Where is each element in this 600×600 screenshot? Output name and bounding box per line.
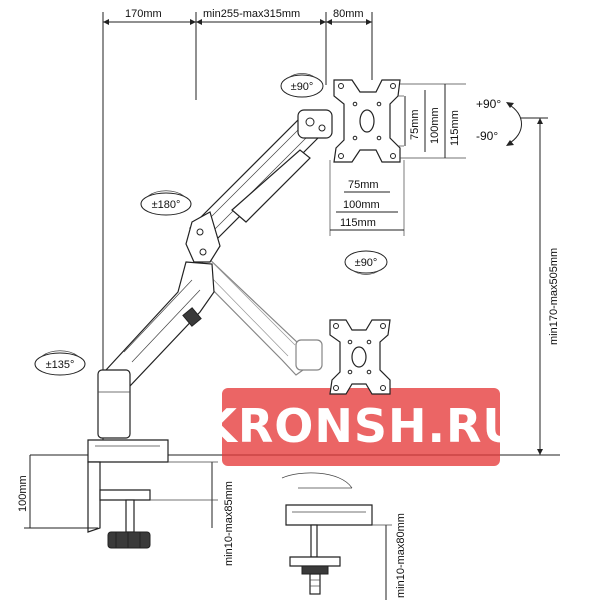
- arm-elbow-joint: [185, 211, 221, 263]
- watermark: KRONSH.RU: [201, 388, 521, 466]
- dim-height-range: min170-max505mm: [548, 248, 560, 345]
- badge-swivel-arm: [140, 190, 192, 216]
- vesa-dimension-lines: [329, 83, 466, 236]
- dim-vesa-v75: 75mm: [409, 109, 421, 140]
- vesa-plate-lower: [329, 319, 391, 395]
- watermark-text: KRONSH.RU: [201, 399, 521, 453]
- dim-vesa-h115: 115mm: [340, 217, 376, 229]
- dim-vesa-v100: 100mm: [429, 107, 441, 144]
- clamp-dimension-lines: [24, 455, 218, 529]
- badge-pivot: [344, 250, 388, 275]
- badge-tilt-text: ±90°: [291, 81, 314, 93]
- tilt-up-label: +90°: [476, 97, 501, 111]
- badge-pivot-text: ±90°: [355, 257, 378, 269]
- dim-grommet-range: min10-max80mm: [395, 513, 407, 598]
- tilt-arrow-icon: [506, 102, 522, 146]
- vesa-plate-upper: [333, 79, 401, 163]
- dim-vesa-h75: 75mm: [348, 179, 379, 191]
- dim-arm-reach: min255-max315mm: [203, 8, 300, 20]
- badge-swivel-base-text: ±135°: [46, 359, 75, 371]
- badge-swivel-arm-text: ±180°: [152, 199, 181, 211]
- arm-lower-position: [197, 253, 323, 376]
- dim-base-height: 100mm: [17, 475, 29, 512]
- arm-lower-segment: [105, 261, 215, 387]
- badge-tilt: [280, 73, 324, 98]
- dim-base-offset: 170mm: [125, 8, 162, 20]
- dim-vesa-v115: 115mm: [449, 110, 461, 146]
- dim-plate-offset: 80mm: [333, 8, 364, 20]
- height-range-line: [520, 117, 548, 455]
- arm-post: [97, 369, 131, 439]
- tilt-down-label: -90°: [476, 129, 498, 143]
- grommet-dimension-lines: [372, 524, 392, 600]
- dim-clamp-range: min10-max85mm: [223, 481, 235, 566]
- arm-upper-segment: [189, 109, 333, 245]
- dim-vesa-h100: 100mm: [343, 199, 380, 211]
- desk-clamp: [87, 439, 169, 549]
- badge-swivel-base: [34, 350, 86, 376]
- grommet-mount: [281, 472, 373, 595]
